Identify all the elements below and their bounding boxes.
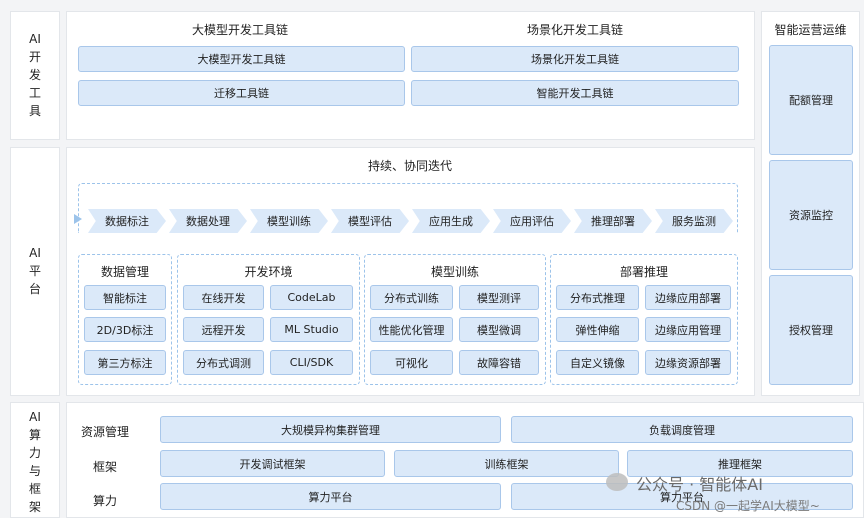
power-item[interactable]: 算力平台 [511,483,853,510]
group-item[interactable]: 边缘应用部署 [645,285,731,310]
group-data-management [78,254,172,385]
group-item[interactable]: CodeLab [270,285,353,310]
group-item[interactable]: 模型测评 [459,285,539,310]
watermark-line1: 公众号 · 智能体AI [636,475,763,494]
ops-item-monitor[interactable]: 资源监控 [769,160,853,270]
group-dev-env [177,254,360,385]
group-model-training [364,254,546,385]
resource-item[interactable]: 负载调度管理 [511,416,853,443]
group-item[interactable]: 模型微调 [459,317,539,342]
group-item[interactable]: 边缘资源部署 [645,350,731,375]
flow-step[interactable]: 数据处理 [169,209,247,233]
group-item[interactable]: 第三方标注 [84,350,166,375]
tools-left-header: 大模型开发工具链 [191,23,288,37]
ops-title: 智能运营运维 [774,23,847,37]
resource-item[interactable]: 大规模异构集群管理 [160,416,501,443]
tools-right-header: 场景化开发工具链 [526,23,623,37]
flow-step[interactable]: 服务监测 [655,209,733,233]
tools-left-item[interactable]: 大模型开发工具链 [78,46,405,72]
ops-item-auth[interactable]: 授权管理 [769,275,853,385]
ai-tools-panel [66,11,755,140]
ai-platform-label: AI 平 台 [28,246,41,296]
ai-tools-label: AI 开 发 工 具 [28,32,41,118]
framework-item[interactable]: 训练框架 [394,450,619,477]
ai-compute-label-panel [10,402,60,518]
ops-item-quota[interactable]: 配额管理 [769,45,853,155]
group-item[interactable]: 边缘应用管理 [645,317,731,342]
group-item[interactable]: 故障容错 [459,350,539,375]
power-item[interactable]: 算力平台 [160,483,501,510]
group-title: 部署推理 [619,265,668,279]
loop-return-arrow-icon [74,214,82,224]
watermark-line2: CSDN @一起学AI大模型~ [676,499,820,513]
group-item[interactable]: 智能标注 [84,285,166,310]
ai-compute-label: AI 算 力 与 框 架 [28,410,41,514]
iteration-loop [78,183,738,233]
tools-right-item[interactable]: 场景化开发工具链 [411,46,739,72]
group-deploy-inference [550,254,738,385]
group-item[interactable]: ML Studio [270,317,353,342]
group-item[interactable]: 在线开发 [183,285,264,310]
framework-label: 框架 [92,460,117,474]
ai-tools-label-panel [10,11,60,140]
group-item[interactable]: CLI/SDK [270,350,353,375]
group-title: 模型训练 [430,265,479,279]
platform-title: 持续、协同迭代 [367,159,452,173]
group-item[interactable]: 分布式训练 [370,285,453,310]
group-item[interactable]: 远程开发 [183,317,264,342]
flow-step[interactable]: 应用生成 [412,209,490,233]
tools-right-item[interactable]: 智能开发工具链 [411,80,739,106]
tools-left-item[interactable]: 迁移工具链 [78,80,405,106]
group-item[interactable]: 性能优化管理 [370,317,453,342]
group-item[interactable]: 2D/3D标注 [84,317,166,342]
flow-step[interactable]: 推理部署 [574,209,652,233]
resource-management-label: 资源管理 [80,425,129,439]
wechat-logo-icon [606,473,628,491]
group-item[interactable]: 自定义镜像 [556,350,639,375]
group-item[interactable]: 分布式推理 [556,285,639,310]
group-item[interactable]: 分布式调测 [183,350,264,375]
group-title: 数据管理 [100,265,149,279]
flow-step[interactable]: 模型评估 [331,209,409,233]
flow-step[interactable]: 模型训练 [250,209,328,233]
ai-platform-label-panel [10,147,60,396]
group-item[interactable]: 弹性伸缩 [556,317,639,342]
group-title: 开发环境 [244,265,293,279]
flow-step[interactable]: 数据标注 [88,209,166,233]
flow-step[interactable]: 应用评估 [493,209,571,233]
compute-power-label: 算力 [92,494,117,508]
framework-item[interactable]: 推理框架 [627,450,853,477]
group-item[interactable]: 可视化 [370,350,453,375]
framework-item[interactable]: 开发调试框架 [160,450,385,477]
